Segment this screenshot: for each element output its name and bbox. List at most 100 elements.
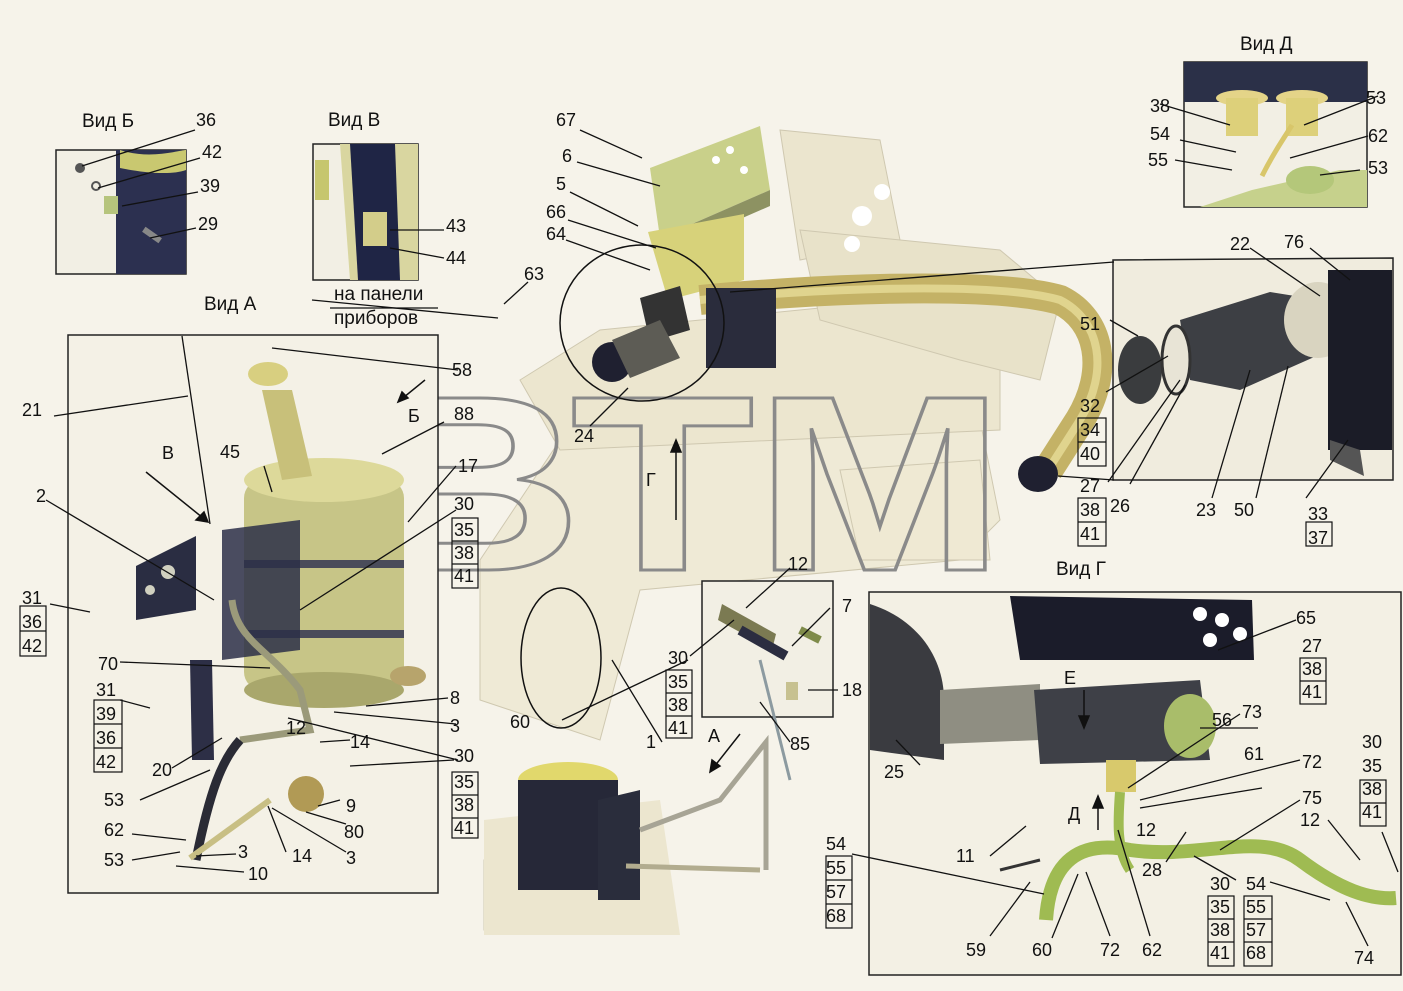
callout-number: 54 bbox=[1150, 124, 1170, 144]
callout-number: 32 bbox=[1080, 396, 1100, 416]
callout-number: 36 bbox=[22, 612, 42, 632]
callout-number: 30 bbox=[454, 746, 474, 766]
callout-number: 27 bbox=[1302, 636, 1322, 656]
callout-number: 64 bbox=[546, 224, 566, 244]
callout-number: 30 bbox=[1362, 732, 1382, 752]
callout-number: 2 bbox=[36, 486, 46, 506]
callout-number: 37 bbox=[1308, 528, 1328, 548]
callout-number: 72 bbox=[1302, 752, 1322, 772]
callout-number: 58 bbox=[452, 360, 472, 380]
callout-number: 12 bbox=[788, 554, 808, 574]
callout-number: 41 bbox=[1362, 802, 1382, 822]
callout-number: 12 bbox=[286, 718, 306, 738]
callout-number: 75 bbox=[1302, 788, 1322, 808]
callout-number: 38 bbox=[1210, 920, 1230, 940]
direction-letter-a: А bbox=[708, 726, 720, 746]
view-b-inset bbox=[55, 149, 187, 275]
callout-number: 41 bbox=[668, 718, 688, 738]
callout-number: 41 bbox=[1302, 682, 1322, 702]
callout-number: 38 bbox=[668, 695, 688, 715]
callout-number: 80 bbox=[344, 822, 364, 842]
callout-number: 38 bbox=[1362, 779, 1382, 799]
callout-number: 51 bbox=[1080, 314, 1100, 334]
callout-number: 63 bbox=[524, 264, 544, 284]
callout-number: 12 bbox=[1300, 810, 1320, 830]
callout-number: 22 bbox=[1230, 234, 1250, 254]
callout-number: 38 bbox=[454, 795, 474, 815]
callout-number: 40 bbox=[1080, 444, 1100, 464]
callout-number: 88 bbox=[454, 404, 474, 424]
callout-number: 35 bbox=[668, 672, 688, 692]
callout-number: 5 bbox=[556, 174, 566, 194]
callout-number: 42 bbox=[202, 142, 222, 162]
callout-number: 55 bbox=[1246, 897, 1266, 917]
callout-number: 74 bbox=[1354, 948, 1374, 968]
view-g-inset bbox=[868, 591, 1402, 976]
callout-number: 42 bbox=[22, 636, 42, 656]
callout-number: 41 bbox=[1080, 524, 1100, 544]
callout-number: 41 bbox=[454, 566, 474, 586]
direction-letter-b: Б bbox=[408, 406, 420, 426]
callout-number: 31 bbox=[22, 588, 42, 608]
callout-number: 57 bbox=[1246, 920, 1266, 940]
panel-note-line2: приборов bbox=[334, 308, 418, 329]
callout-number: 36 bbox=[196, 110, 216, 130]
callout-number: 50 bbox=[1234, 500, 1254, 520]
callout-number: 55 bbox=[826, 858, 846, 878]
callout-number: 30 bbox=[668, 648, 688, 668]
callout-number: 39 bbox=[96, 704, 116, 724]
callout-number: 68 bbox=[826, 906, 846, 926]
callout-number: 39 bbox=[200, 176, 220, 196]
callout-number: 68 bbox=[1246, 943, 1266, 963]
callout-number: 41 bbox=[1210, 943, 1230, 963]
view-d-inset bbox=[1183, 61, 1368, 208]
callout-number: 1 bbox=[646, 732, 656, 752]
view-g-title: Вид Г bbox=[1056, 559, 1106, 580]
view-a-inset bbox=[67, 334, 439, 894]
callout-number: 38 bbox=[1080, 500, 1100, 520]
callout-number: 23 bbox=[1196, 500, 1216, 520]
callout-number: 67 bbox=[556, 110, 576, 130]
callout-number: 34 bbox=[1080, 420, 1100, 440]
callout-number: 38 bbox=[1150, 96, 1170, 116]
callout-number: 14 bbox=[350, 732, 370, 752]
callout-number: 35 bbox=[1362, 756, 1382, 776]
callout-number: 54 bbox=[826, 834, 846, 854]
callout-number: 56 bbox=[1212, 710, 1232, 730]
callout-number: 62 bbox=[1142, 940, 1162, 960]
callout-number: 38 bbox=[1302, 659, 1322, 679]
callout-number: 54 bbox=[1246, 874, 1266, 894]
callout-number: 7 bbox=[842, 596, 852, 616]
view-v-title: Вид В bbox=[328, 110, 380, 131]
callout-number: 70 bbox=[98, 654, 118, 674]
direction-letter-g: Г bbox=[646, 470, 656, 490]
callout-number: 33 bbox=[1308, 504, 1328, 524]
callout-number: 73 bbox=[1242, 702, 1262, 722]
callout-number: 72 bbox=[1100, 940, 1120, 960]
callout-number: 59 bbox=[966, 940, 986, 960]
callout-number: 85 bbox=[790, 734, 810, 754]
callout-number: 14 bbox=[292, 846, 312, 866]
boxed-number-groups bbox=[19, 307, 1387, 967]
center-bottom-heater bbox=[484, 587, 769, 935]
callout-number: 9 bbox=[346, 796, 356, 816]
callout-number: 53 bbox=[104, 790, 124, 810]
callout-number: 20 bbox=[152, 760, 172, 780]
callout-number: 53 bbox=[104, 850, 124, 870]
view-v-inset bbox=[312, 143, 419, 281]
callout-number: 6 bbox=[562, 146, 572, 166]
direction-letter-v: В bbox=[162, 443, 174, 463]
leader-lines bbox=[45, 95, 1399, 947]
view-b-title: Вид Б bbox=[82, 111, 134, 132]
callout-number: 10 bbox=[248, 864, 268, 884]
callout-number: 60 bbox=[510, 712, 530, 732]
callout-number: 76 bbox=[1284, 232, 1304, 252]
callout-number: 62 bbox=[104, 820, 124, 840]
callout-number: 62 bbox=[1368, 126, 1388, 146]
callout-number: 3 bbox=[346, 848, 356, 868]
callout-number: 8 bbox=[450, 688, 460, 708]
callout-number: 21 bbox=[22, 400, 42, 420]
callout-number: 27 bbox=[1080, 476, 1100, 496]
callout-number: 3 bbox=[450, 716, 460, 736]
